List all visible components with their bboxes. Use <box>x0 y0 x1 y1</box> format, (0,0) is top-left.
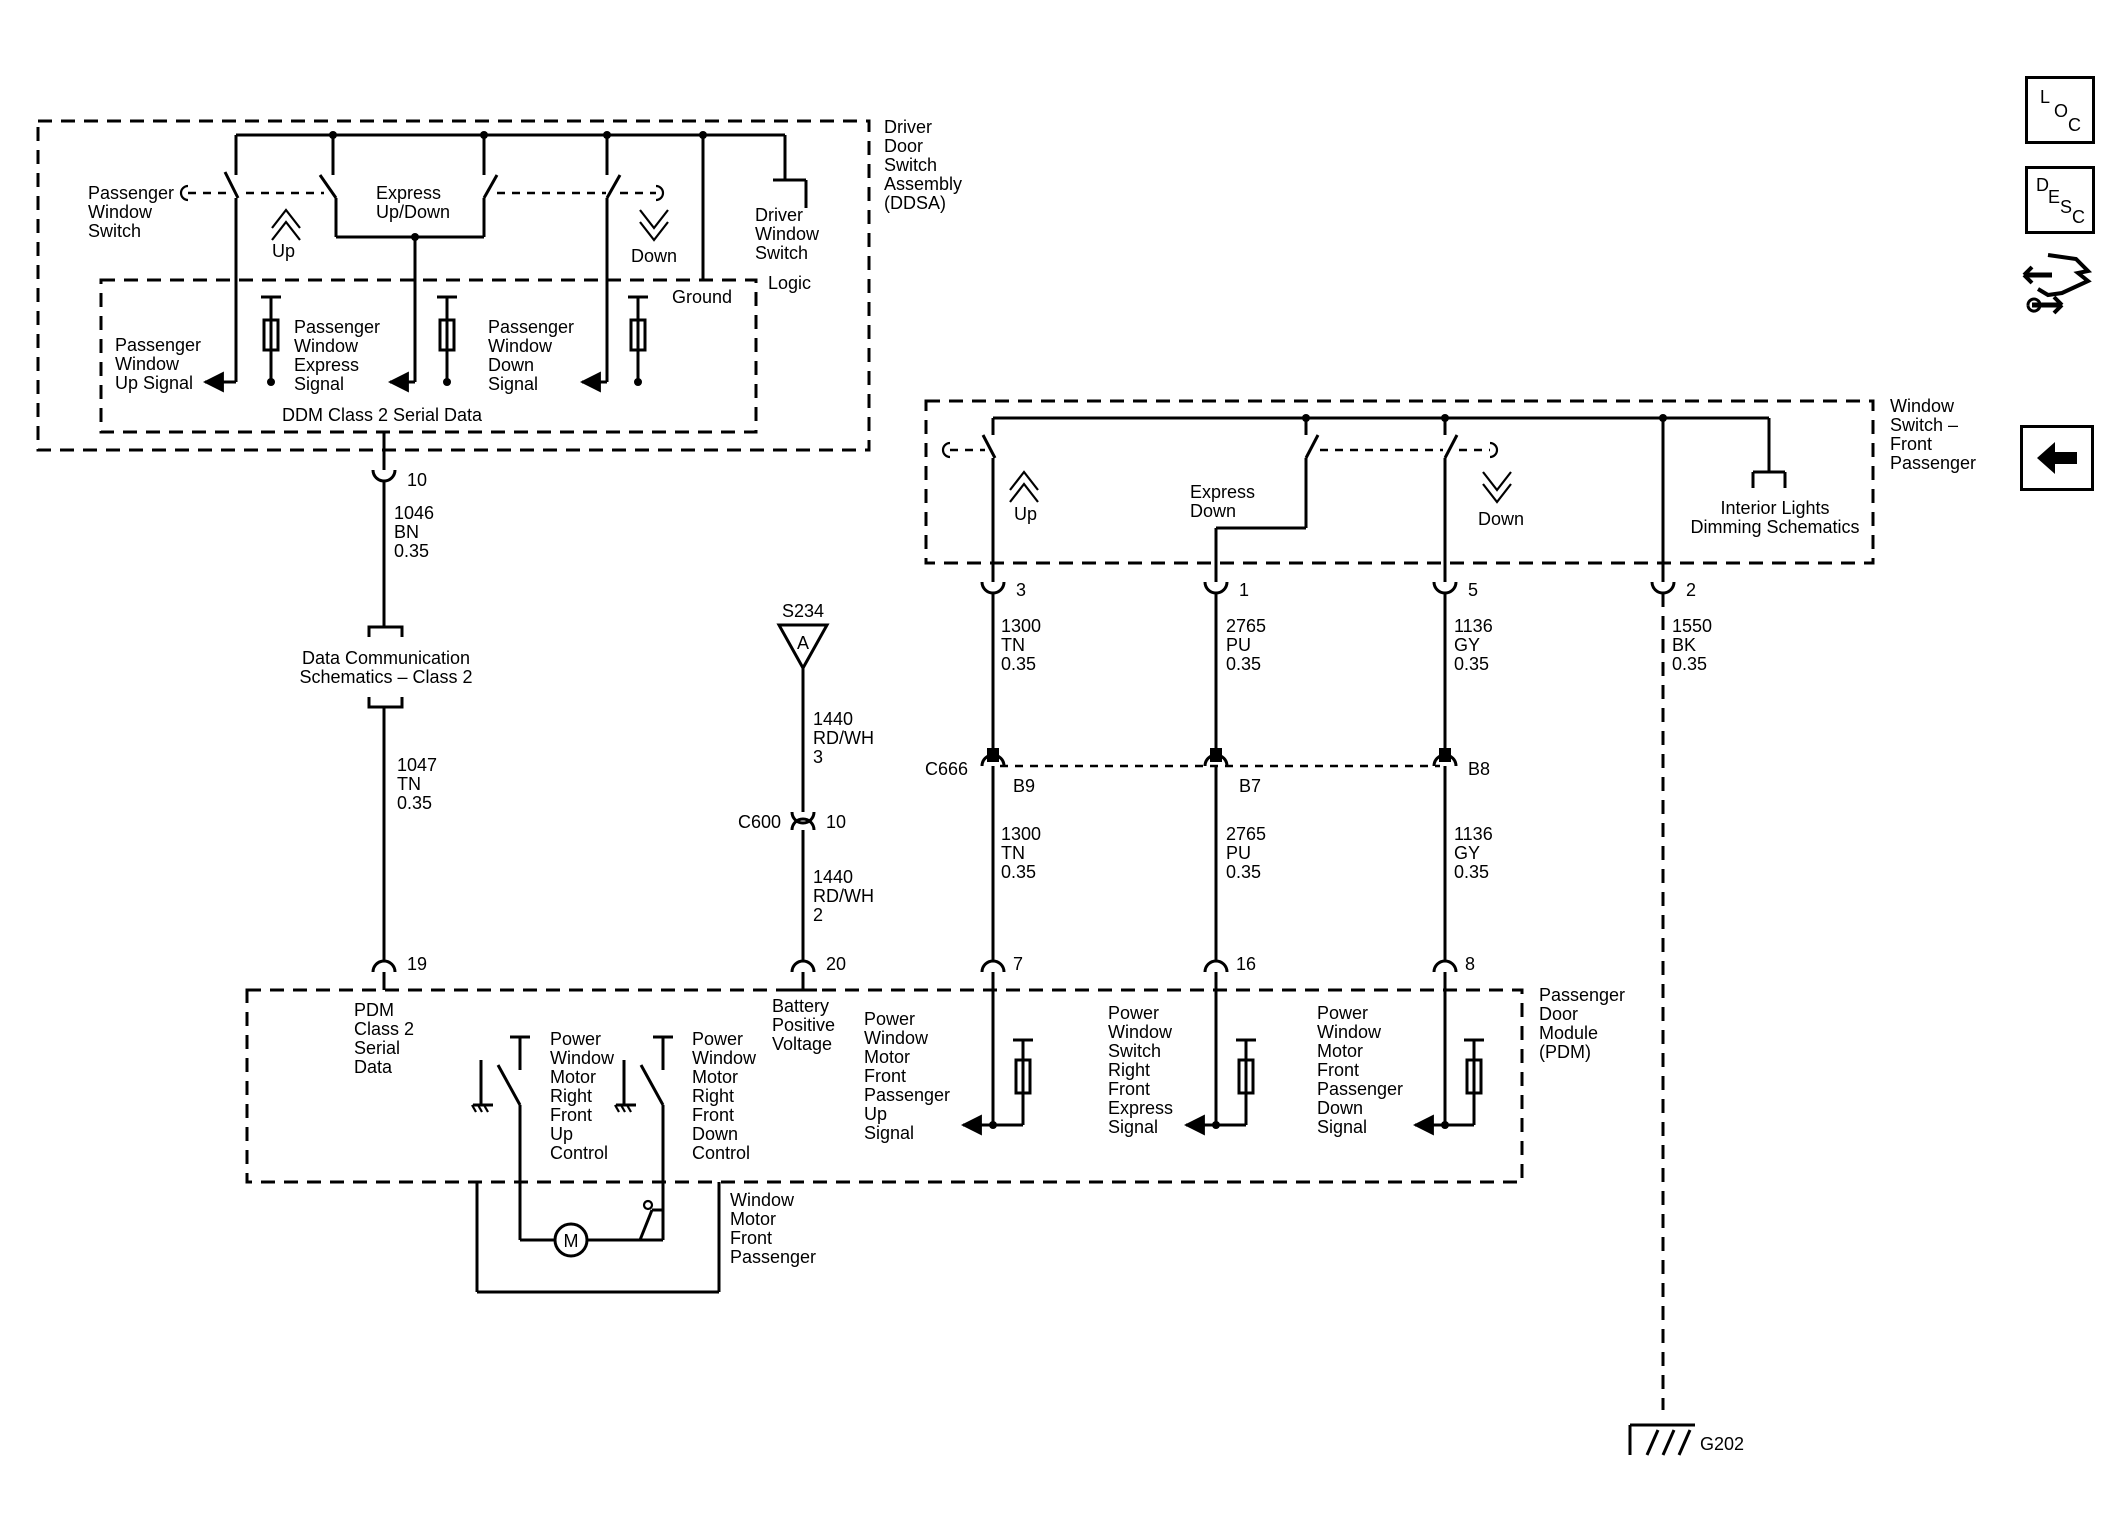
c600-label: C600 <box>738 812 781 832</box>
pdm-up-signal-input <box>960 1038 1033 1136</box>
ddsa-resistor-2 <box>437 295 457 386</box>
upper-pin-1550: 2 <box>1686 580 1696 600</box>
pin-20-label: 20 <box>826 954 846 974</box>
loc-button[interactable]: L O C <box>2025 76 2095 144</box>
ddsa-logic-boundary <box>99 278 758 434</box>
ddsa-resistor-3 <box>628 295 648 386</box>
lower-pin-8: 8 <box>1465 954 1475 974</box>
motor-letter: M <box>564 1231 579 1251</box>
loc-letter-l: L <box>2040 87 2051 107</box>
connector-end-view-button[interactable] <box>2018 245 2098 325</box>
ddsa-up-label: Up <box>272 241 295 261</box>
pdm-down-signal-input <box>1412 1038 1484 1136</box>
splice-s234-label: S234 <box>782 601 824 621</box>
desc-letter-c: C <box>2072 207 2085 227</box>
ddsa-boundary <box>36 119 871 452</box>
wsfp-up-label: Up <box>1014 504 1037 524</box>
ddm-serial-label: DDM Class 2 Serial Data <box>282 405 483 425</box>
pin-10-label: 10 <box>407 470 427 490</box>
upper-pin-2765: 1 <box>1239 580 1249 600</box>
logic-label: Logic <box>768 273 811 293</box>
desc-letter-s: S <box>2060 197 2073 217</box>
lower-pin-7: 7 <box>1013 954 1023 974</box>
pin-19-label: 19 <box>407 954 427 974</box>
ground-label: Ground <box>672 287 732 307</box>
c666-pin-b8: B8 <box>1468 759 1490 779</box>
wsfp-boundary <box>924 399 1875 565</box>
splice-s234-symbol <box>776 623 830 672</box>
back-button[interactable] <box>2020 425 2094 491</box>
c666-pin-b9: B9 <box>1013 776 1035 796</box>
c666-label: C666 <box>925 759 968 779</box>
desc-letter-d: D <box>2036 175 2049 195</box>
upper-pin-1136: 5 <box>1468 580 1478 600</box>
ddsa-resistor-1 <box>261 295 281 386</box>
pdm-express-signal-input <box>1183 1038 1256 1136</box>
splice-letter: A <box>797 633 809 653</box>
desc-letter-e: E <box>2048 187 2061 207</box>
ddsa-down-label: Down <box>631 246 677 266</box>
connector-end-view-icon <box>2022 253 2093 315</box>
upper-pin-1300: 3 <box>1016 580 1026 600</box>
c666-pin-b7: B7 <box>1239 776 1261 796</box>
c600-pin-label: 10 <box>826 812 846 832</box>
lower-pin-16: 16 <box>1236 954 1256 974</box>
pdm-boundary <box>245 988 1524 1184</box>
ground-g202-label: G202 <box>1700 1434 1744 1454</box>
loc-letter-c: C <box>2068 115 2081 135</box>
back-arrow-icon <box>2037 442 2077 474</box>
pdm-motor-relays <box>471 1035 673 1240</box>
loc-letter-o: O <box>2054 101 2069 121</box>
wsfp-down-label: Down <box>1478 509 1524 529</box>
desc-button[interactable]: D E S C <box>2025 166 2095 234</box>
